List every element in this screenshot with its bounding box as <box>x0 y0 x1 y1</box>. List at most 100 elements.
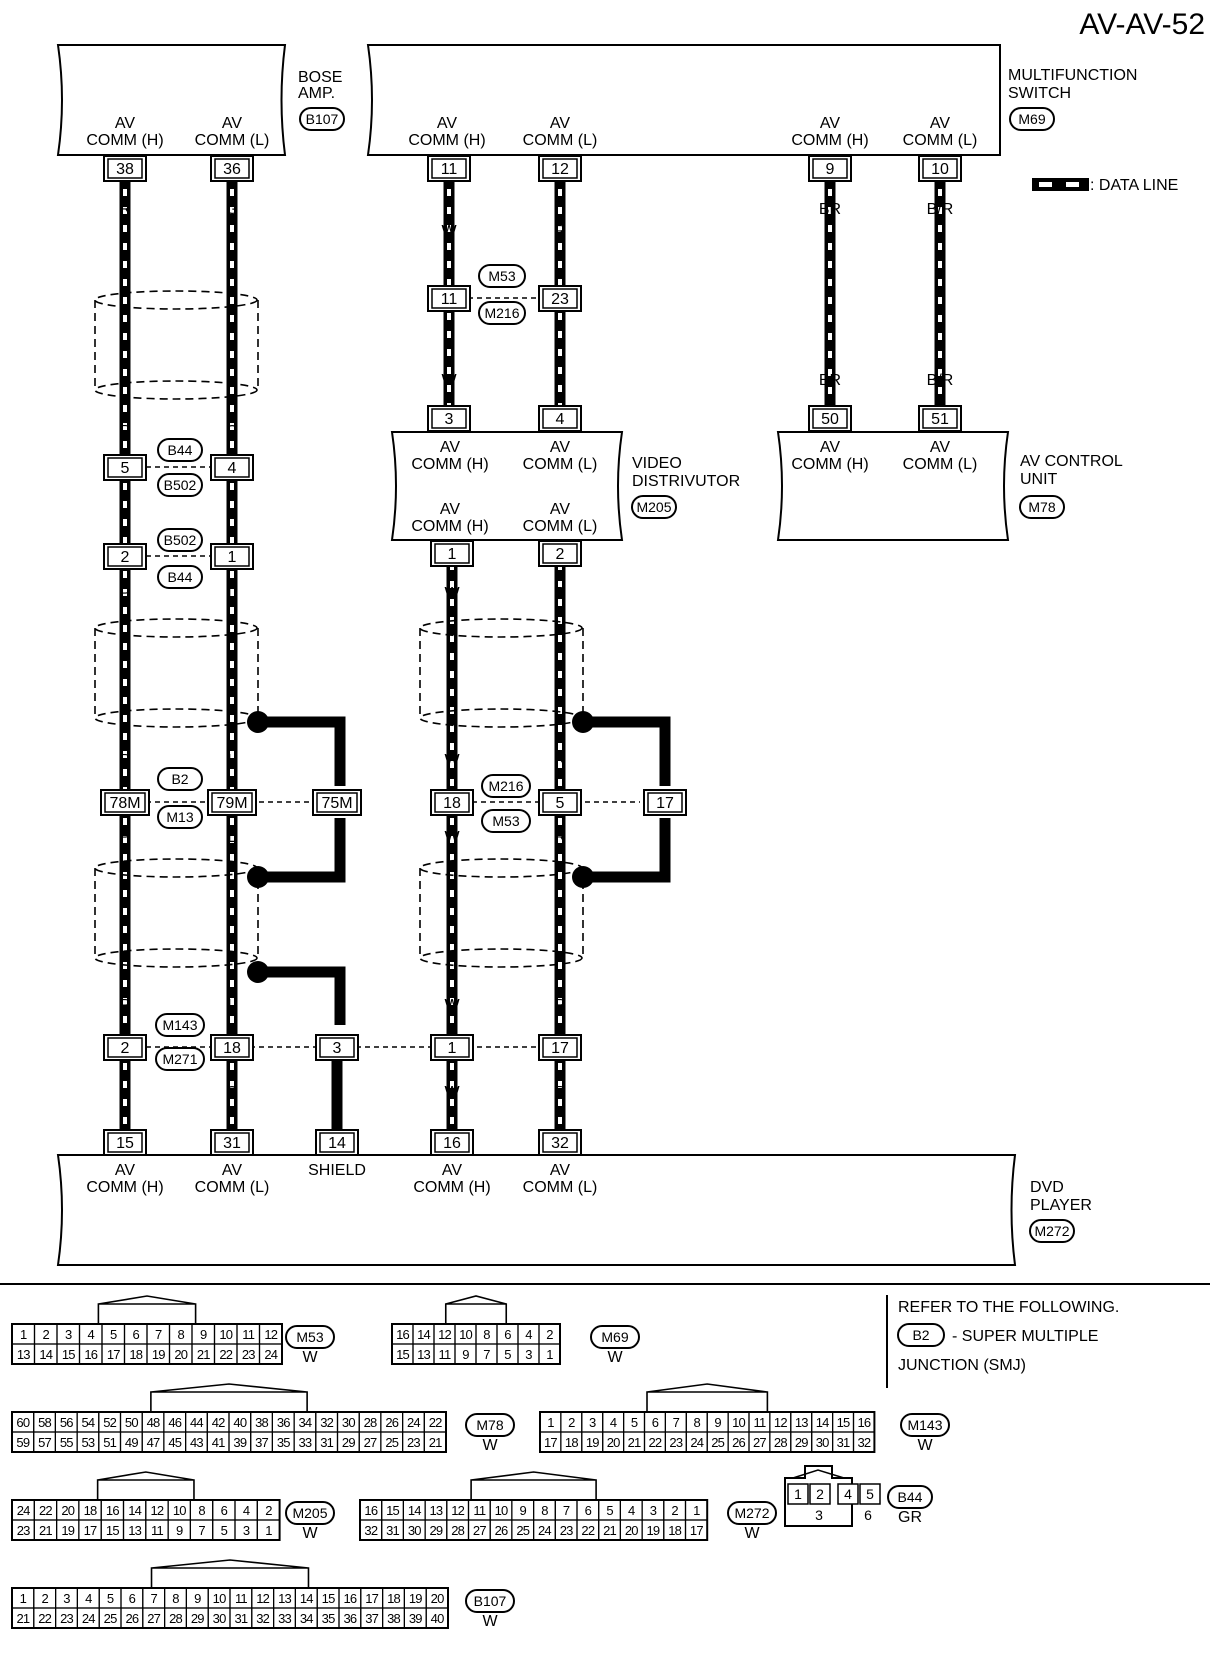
svg-text:COMM (L): COMM (L) <box>903 132 978 149</box>
pin-cell: 2 <box>671 1503 678 1518</box>
pin-d15: 15 <box>103 1129 147 1156</box>
pin-cell: 5 <box>631 1415 638 1430</box>
refer-note: REFER TO THE FOLLOWING. B2 - SUPER MULTI… <box>897 1299 1119 1374</box>
svg-text:23: 23 <box>551 291 569 308</box>
pin-cell: 10 <box>732 1415 745 1430</box>
pin-cell: 22 <box>581 1523 594 1538</box>
pin-cell: 12 <box>264 1327 277 1342</box>
svg-text:AV: AV <box>550 439 570 456</box>
pin-cell: 16 <box>84 1347 97 1362</box>
pin-cell: 12 <box>438 1327 451 1342</box>
data-line-legend: : DATA LINE <box>1032 177 1178 194</box>
svg-text:36: 36 <box>223 161 241 178</box>
pin-cell: 13 <box>430 1503 443 1518</box>
svg-text:W: W <box>441 372 457 389</box>
pin-cell: 26 <box>495 1523 508 1538</box>
pin-cell: 25 <box>516 1523 529 1538</box>
pin-cell: 24 <box>264 1347 277 1362</box>
pin-k17: 17 <box>538 1034 582 1061</box>
svg-text:15: 15 <box>116 1135 134 1152</box>
svg-text:R: R <box>554 997 566 1014</box>
svg-text:M53: M53 <box>488 268 515 284</box>
pin-cell: 1 <box>693 1503 700 1518</box>
pin-cell: 12 <box>774 1415 787 1430</box>
code-b502-lower: B502 <box>157 528 203 552</box>
pin-cell: 22 <box>38 1611 51 1626</box>
connector-code: M143 <box>907 1417 942 1433</box>
pin-cell: 14 <box>816 1415 829 1430</box>
pin-cell: 22 <box>39 1503 52 1518</box>
svg-text:L: L <box>228 585 237 602</box>
svg-text:4: 4 <box>228 460 237 477</box>
pin-cell: 20 <box>174 1347 187 1362</box>
pin-v2: 2 <box>538 540 582 567</box>
pin-cell: 22 <box>649 1435 662 1450</box>
pin-cell: 21 <box>39 1523 52 1538</box>
pin-cell: 9 <box>194 1591 201 1606</box>
pin-cell: 22 <box>429 1415 442 1430</box>
pin-cell: 2 <box>265 1503 272 1518</box>
page-id: AV-AV-52 <box>1079 8 1205 41</box>
pin-cell: 29 <box>795 1435 808 1450</box>
pin-j1: 1 <box>210 543 254 570</box>
pin-cell: 16 <box>396 1327 409 1342</box>
code-m143: M143 <box>155 1013 205 1037</box>
dvd-player: DVD PLAYER M272 AV COMM (H) AV COMM (L) … <box>56 1154 1092 1266</box>
svg-text:COMM (H): COMM (H) <box>413 1179 490 1196</box>
pin-cell: 25 <box>711 1435 724 1450</box>
pin-cell: 14 <box>39 1347 52 1362</box>
svg-text:14: 14 <box>328 1135 346 1152</box>
svg-text:P: P <box>120 752 131 769</box>
pin-cell: 20 <box>607 1435 620 1450</box>
connector-code: M69 <box>601 1329 628 1345</box>
pin-cell: 17 <box>84 1523 97 1538</box>
svg-text:B502: B502 <box>164 532 197 548</box>
av-control-unit-name: AV CONTROL <box>1020 453 1123 470</box>
pin-cell: 3 <box>63 1591 70 1606</box>
pin-cell: 52 <box>103 1415 116 1430</box>
pin-cell: 2 <box>568 1415 575 1430</box>
pin-p51: 51 <box>918 405 962 432</box>
svg-text:SWITCH: SWITCH <box>1008 85 1071 102</box>
pin-cell: 18 <box>84 1503 97 1518</box>
svg-text:M143: M143 <box>162 1017 197 1033</box>
pin-cell: 21 <box>603 1523 616 1538</box>
svg-text:W: W <box>444 585 460 602</box>
pin-j4: 4 <box>210 454 254 481</box>
pin-cell: 4 <box>844 1486 852 1502</box>
pin-cell: 23 <box>17 1523 30 1538</box>
pin-cell: 4 <box>88 1327 95 1342</box>
av-control-unit: AV CONTROL UNIT M78 AV COMM (H) AV COMM … <box>776 431 1123 541</box>
pin-p10: 10 <box>918 155 962 182</box>
pin-cell: 28 <box>364 1415 377 1430</box>
pin-cell: 18 <box>668 1523 681 1538</box>
pin-k1: 1 <box>430 1034 474 1061</box>
svg-text:B502: B502 <box>164 477 197 493</box>
pin-cell: 31 <box>837 1435 850 1450</box>
pin-cell: 1 <box>20 1591 27 1606</box>
svg-text:11: 11 <box>441 291 458 308</box>
pin-cell: 6 <box>585 1503 592 1518</box>
svg-text:COMM (L): COMM (L) <box>195 1179 270 1196</box>
pin-cell: 46 <box>168 1415 181 1430</box>
svg-text:R: R <box>119 423 131 440</box>
svg-text:- SUPER MULTIPLE: - SUPER MULTIPLE <box>952 1328 1098 1345</box>
svg-text:M216: M216 <box>488 778 523 794</box>
svg-text:3: 3 <box>445 411 454 428</box>
pin-j5b: 5 <box>538 789 582 816</box>
connector-code: M272 <box>734 1505 769 1521</box>
pin-cell: 23 <box>60 1611 73 1626</box>
pin-cell: 3 <box>589 1415 596 1430</box>
pin-cell: 8 <box>694 1415 701 1430</box>
pin-cell: 25 <box>385 1435 398 1450</box>
svg-text:AV: AV <box>550 1162 570 1179</box>
code-b44-lower: B44 <box>157 565 203 589</box>
pin-j79: 79M <box>207 789 257 816</box>
pin-k18: 18 <box>210 1034 254 1061</box>
av-control-unit-code: M78 <box>1019 495 1065 519</box>
pin-cell: 24 <box>17 1503 30 1518</box>
pin-cell: 19 <box>647 1523 660 1538</box>
